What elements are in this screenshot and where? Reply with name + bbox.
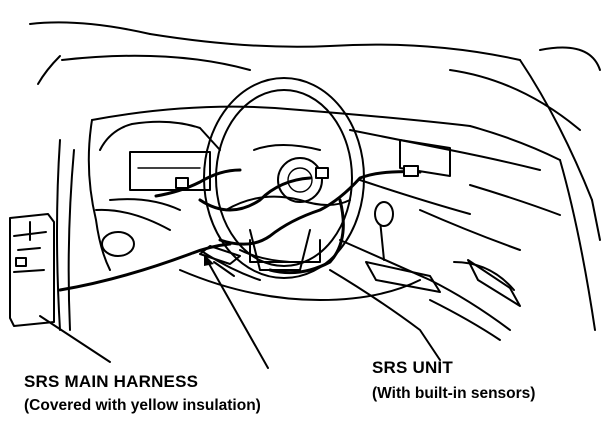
dashboard (87, 105, 561, 271)
center-console (329, 201, 521, 361)
left-vent (95, 208, 171, 257)
windshield-frame (29, 21, 521, 331)
srs-unit-note: (With built-in sensors) (372, 385, 536, 402)
srs-main-harness-note: (Covered with yellow insulation) (24, 397, 261, 414)
srs-main-harness-label: SRS MAIN HARNESS (24, 372, 199, 391)
srs-unit-label: SRS UNIT (372, 358, 453, 377)
right-door-frame (449, 46, 601, 331)
leader-lines (39, 254, 269, 369)
harness-wiring (58, 165, 422, 292)
harness-arrow-head (204, 254, 214, 266)
srs-unit-drawing (9, 213, 55, 327)
steering-column (179, 239, 421, 301)
